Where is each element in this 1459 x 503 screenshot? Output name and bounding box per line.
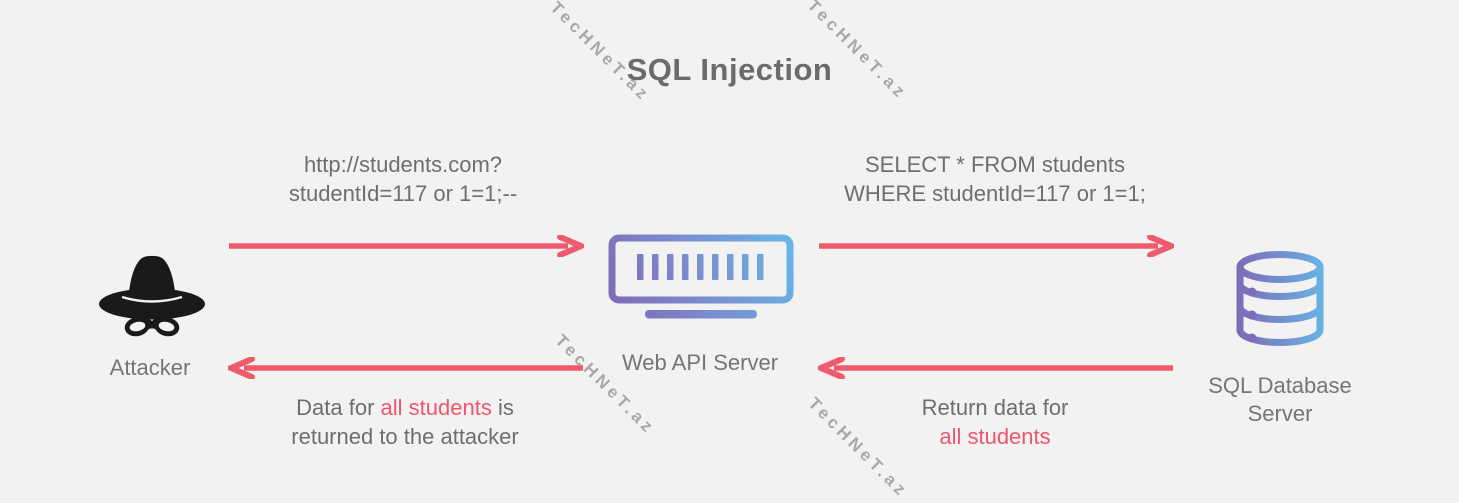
web-api-server-icon: [608, 234, 794, 319]
attacker-response-text: Data for all students is returned to the…: [255, 393, 555, 451]
attacker-response-prefix: Data for: [296, 395, 381, 420]
request-url-line2: studentId=117 or 1=1;--: [288, 181, 518, 206]
sql-query-text: SELECT * FROM students WHERE studentId=1…: [820, 150, 1170, 208]
arrow-response-db-to-api: [818, 357, 1173, 379]
attacker-spy-icon: [99, 255, 205, 337]
web-api-server-label: Web API Server: [621, 350, 779, 375]
sql-query-line1: SELECT * FROM students: [864, 152, 1125, 177]
attacker-node: [96, 241, 208, 339]
sql-database-node: [1232, 250, 1328, 352]
database-icon: [1236, 251, 1324, 347]
arrow-query-api-to-db: [819, 235, 1174, 257]
attacker-response-line2: returned to the attacker: [291, 424, 519, 449]
web-api-server-node: [608, 234, 794, 324]
sql-database-label-line1: SQL Database: [1208, 373, 1352, 398]
request-url-text: http://students.com? studentId=117 or 1=…: [253, 150, 553, 208]
sql-database-label-line2: Server: [1247, 401, 1313, 426]
db-response-text: Return data for all students: [845, 393, 1145, 451]
db-response-line1: Return data for: [921, 395, 1069, 420]
watermark-technet-middle: TecHNeT.az: [551, 330, 660, 439]
db-response-line2: all students: [939, 424, 1051, 449]
arrow-response-api-to-attacker: [228, 357, 583, 379]
arrow-request-attacker-to-api: [229, 235, 584, 257]
attacker-response-suffix: is: [491, 395, 514, 420]
sql-query-line2: WHERE studentId=117 or 1=1;: [844, 181, 1146, 206]
attacker-label: Attacker: [109, 355, 191, 380]
sql-database-label: SQL Database Server: [1180, 372, 1380, 428]
attacker-response-line1: Data for all students is: [255, 393, 555, 422]
attacker-response-highlight: all students: [380, 395, 492, 420]
diagram-title: SQL Injection: [626, 52, 833, 87]
request-url-line1: http://students.com?: [303, 152, 503, 177]
